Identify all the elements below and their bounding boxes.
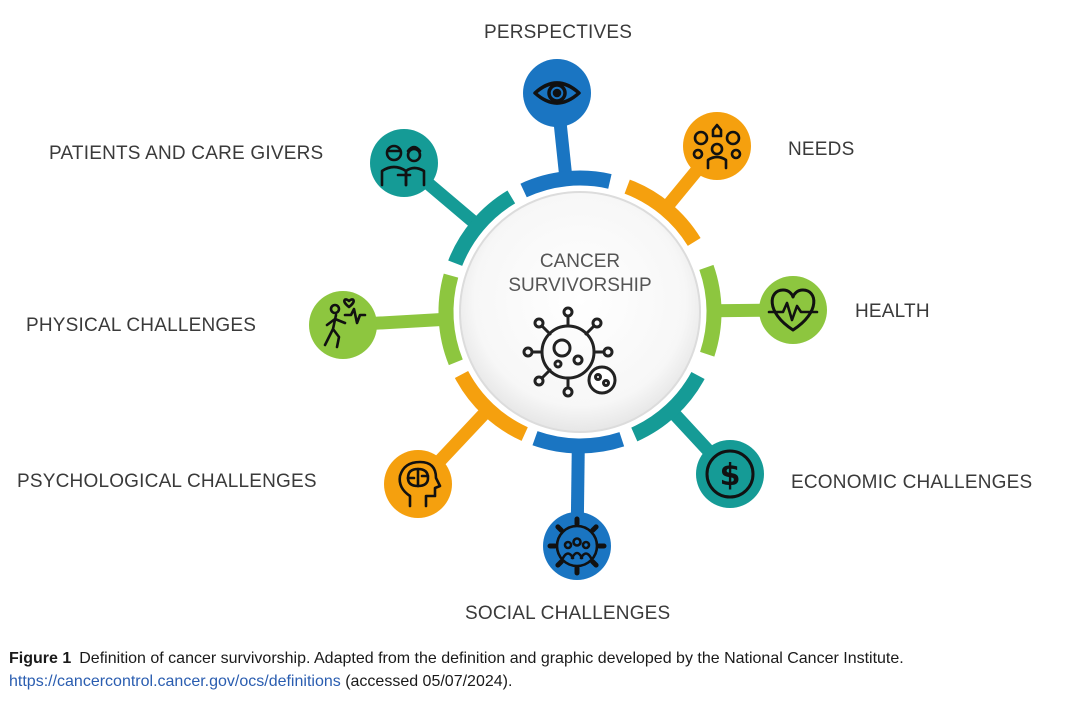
connector-6 bbox=[433, 405, 493, 467]
node-circle-7 bbox=[309, 291, 377, 359]
ring-arc-7 bbox=[438, 273, 463, 366]
node-circle-8 bbox=[370, 129, 438, 197]
connector-8 bbox=[422, 177, 482, 231]
ring-arc-5 bbox=[532, 431, 625, 454]
ring-arc-8 bbox=[448, 190, 516, 267]
caption-link[interactable]: https://cancercontrol.cancer.gov/ocs/def… bbox=[9, 673, 341, 690]
center-circle bbox=[459, 191, 701, 433]
figure-caption: Figure 1 Definition of cancer survivorshi… bbox=[9, 647, 1069, 693]
label-social-challenges: SOCIAL CHALLENGES bbox=[465, 603, 671, 624]
svg-text:$: $ bbox=[720, 458, 741, 493]
node-circle-2 bbox=[683, 112, 751, 180]
dollar-icon: $ bbox=[705, 449, 755, 499]
ring-arc-4 bbox=[631, 371, 705, 442]
center-title-line1: CANCER bbox=[539, 251, 621, 272]
heart-pulse-icon bbox=[767, 288, 819, 332]
virus-cell-icon bbox=[522, 306, 617, 398]
label-physical-challenges: PHYSICAL CHALLENGES bbox=[26, 315, 257, 336]
patient-caregiver-icon bbox=[380, 144, 426, 187]
brain-head-icon bbox=[398, 460, 442, 508]
caption-suffix: (accessed 05/07/2024). bbox=[345, 673, 513, 690]
figure-label: Figure 1 bbox=[9, 650, 72, 667]
connector-5 bbox=[570, 445, 585, 517]
connector-2 bbox=[660, 164, 703, 213]
label-needs: NEEDS bbox=[788, 139, 855, 160]
person-needs-icon bbox=[692, 123, 742, 170]
caption-text: Definition of cancer survivorship. Adapt… bbox=[79, 650, 904, 667]
node-circle-3 bbox=[759, 276, 827, 344]
running-person-icon bbox=[323, 298, 367, 349]
connector-4 bbox=[666, 405, 715, 457]
center-title-line2: SURVIVORSHIP bbox=[508, 275, 652, 296]
label-perspectives: PERSPECTIVES bbox=[484, 22, 633, 43]
ring-arc-2 bbox=[624, 179, 701, 246]
ring-arc-3 bbox=[699, 264, 722, 357]
ring-arc-6 bbox=[454, 370, 528, 441]
survivorship-diagram: $ CANCER SURVIVORSHIP PERSPECTIVES bbox=[17, 22, 1033, 624]
connector-7 bbox=[372, 312, 447, 330]
diagram-graphics: $ bbox=[309, 59, 827, 580]
label-psychological-challenges: PSYCHOLOGICAL CHALLENGES bbox=[17, 471, 317, 492]
label-patients-and-care-givers: PATIENTS AND CARE GIVERS bbox=[49, 143, 324, 164]
people-gear-icon bbox=[547, 516, 607, 576]
center-title: CANCER SURVIVORSHIP bbox=[460, 250, 700, 298]
ring-arc-1 bbox=[520, 170, 612, 198]
label-economic-challenges: ECONOMIC CHALLENGES bbox=[791, 472, 1033, 493]
connector-1 bbox=[553, 122, 573, 180]
eye-icon bbox=[533, 81, 581, 105]
label-health: HEALTH bbox=[855, 301, 930, 322]
